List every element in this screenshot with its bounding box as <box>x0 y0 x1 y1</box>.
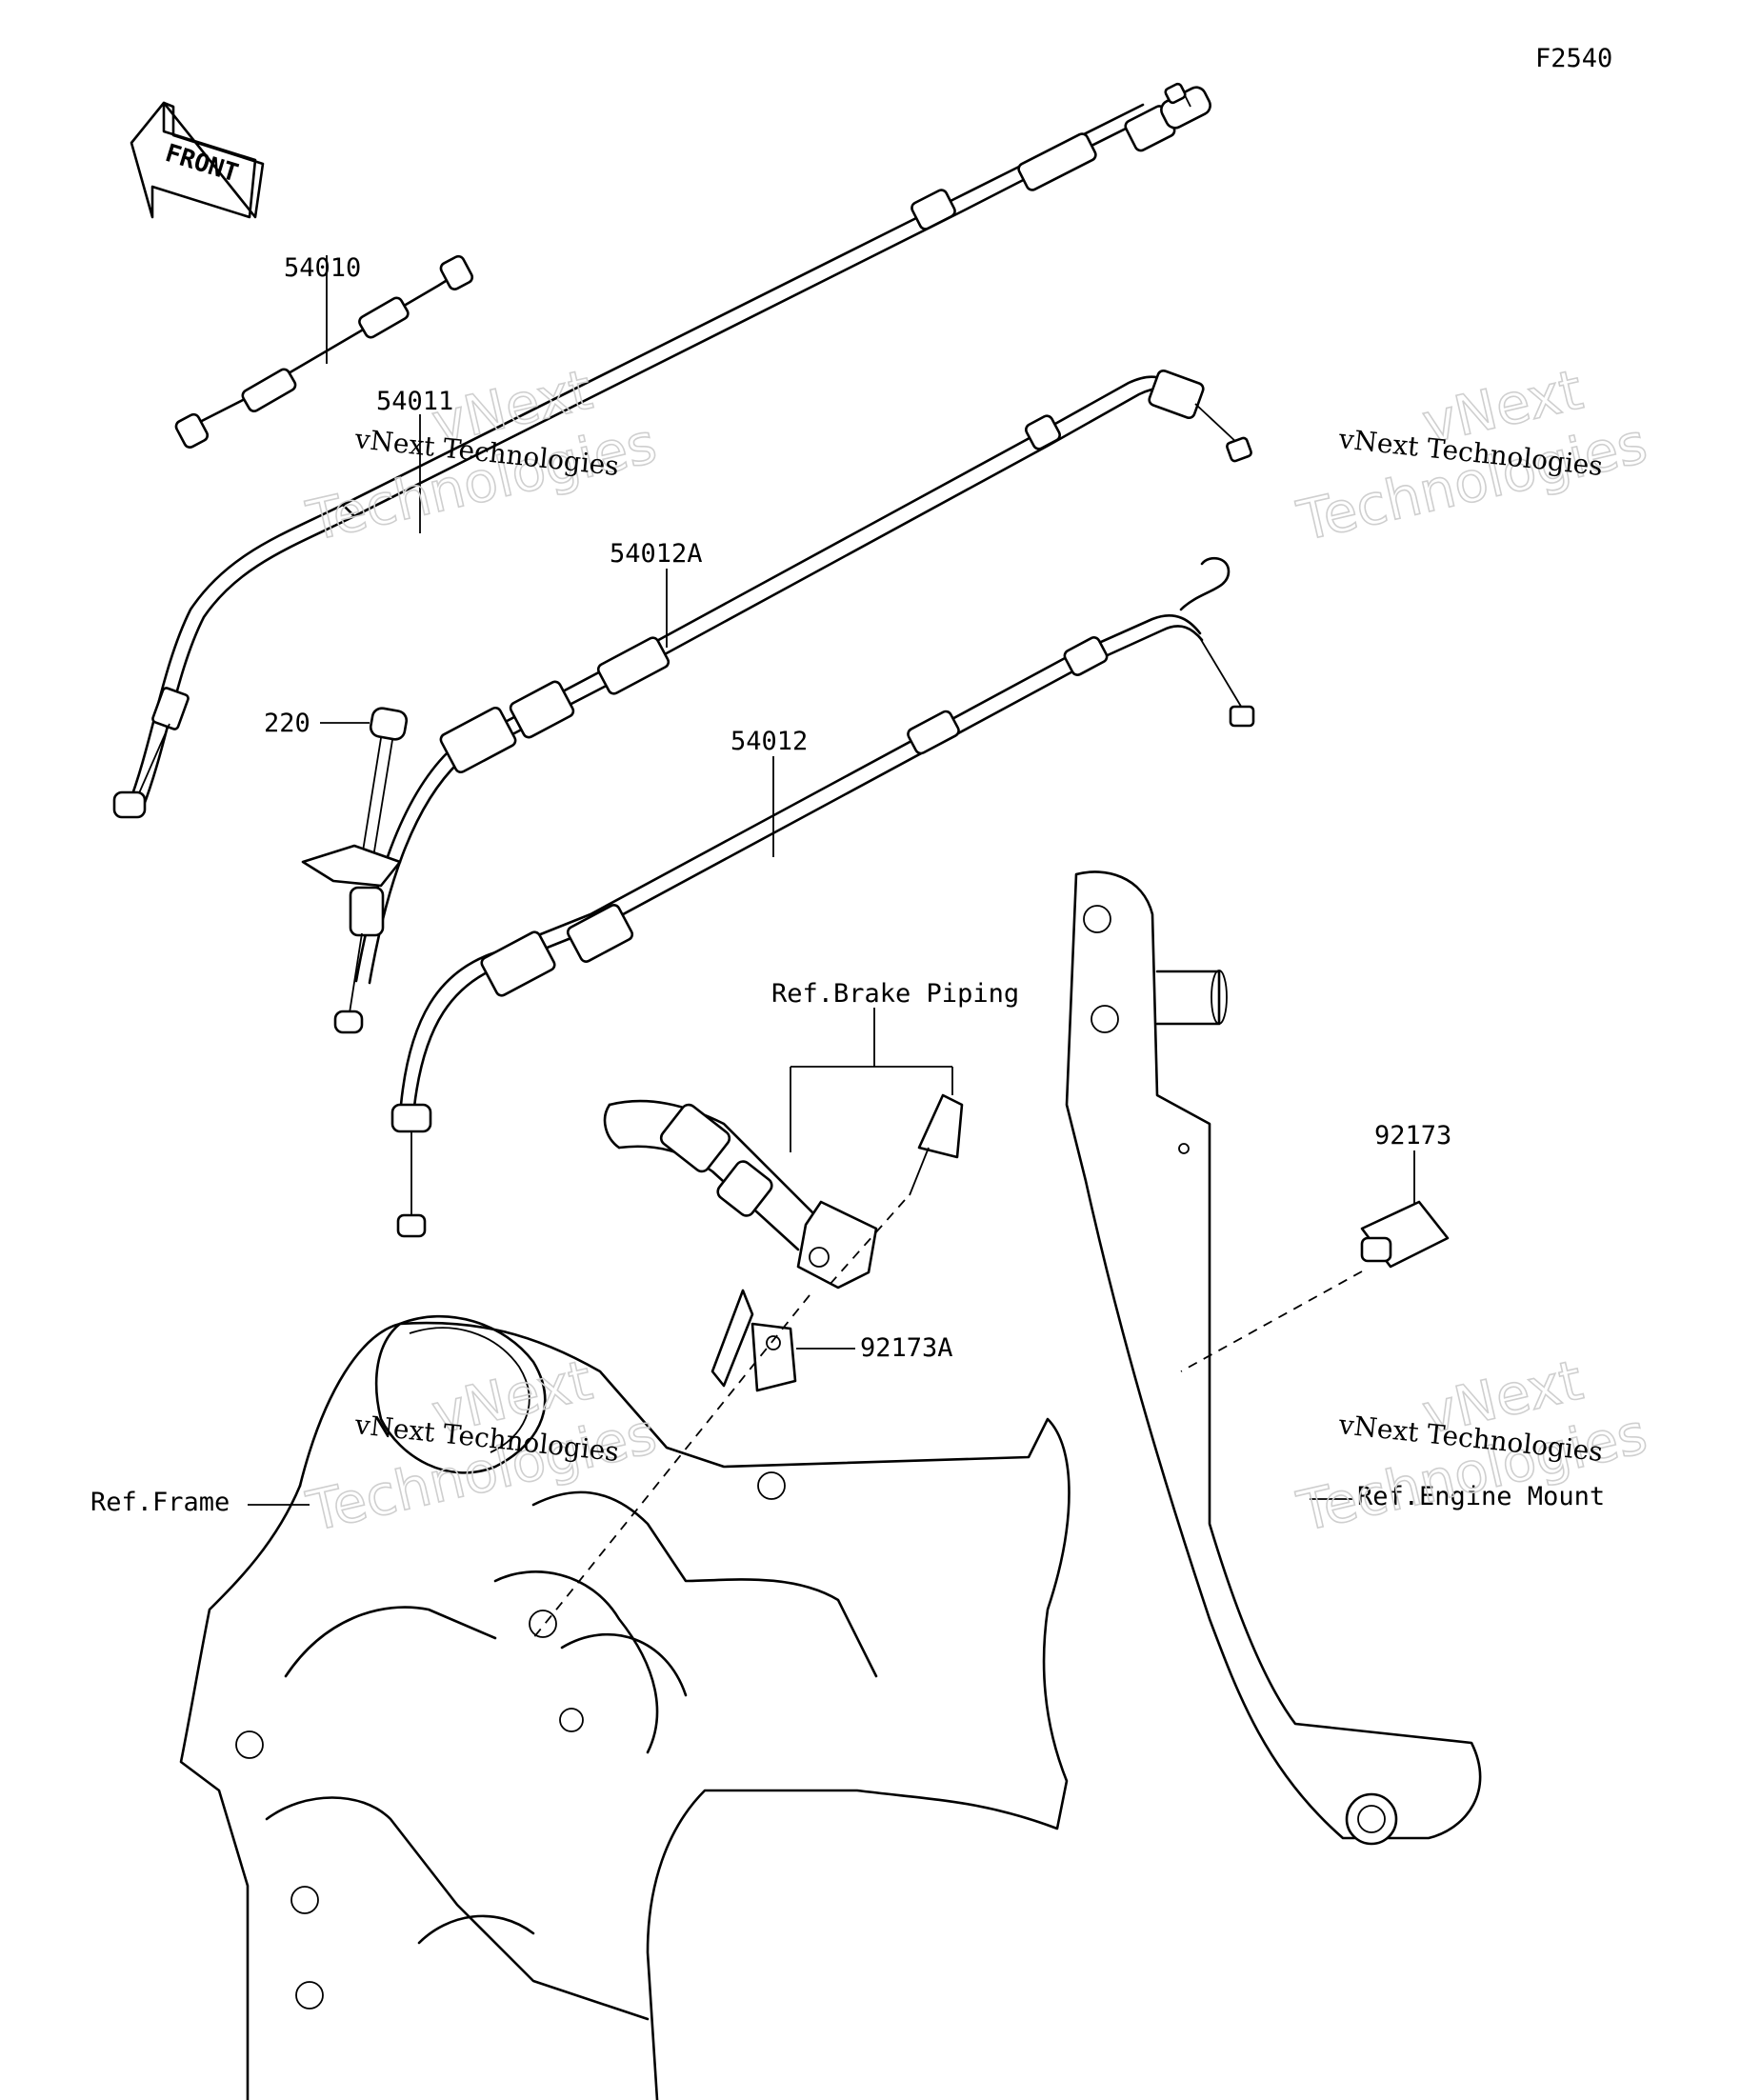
label-220: 220 <box>264 709 310 738</box>
frame <box>179 1314 1071 2100</box>
cable-54010 <box>174 254 474 449</box>
label-engine-mount: Ref.Engine Mount <box>1357 1482 1605 1511</box>
label-54010: 54010 <box>284 253 361 283</box>
figure-id: F2540 <box>1535 44 1612 73</box>
label-92173: 92173 <box>1374 1121 1451 1150</box>
cable-54011 <box>112 82 1211 819</box>
engine-mount <box>1065 870 1482 1846</box>
bolt-220 <box>301 707 409 1034</box>
brake-hose <box>603 1093 964 1290</box>
label-brake-piping: Ref.Brake Piping <box>771 979 1019 1009</box>
clamp-92173 <box>1360 1200 1450 1269</box>
label-frame: Ref.Frame <box>90 1488 230 1517</box>
leader-brake-piping <box>790 1008 953 1152</box>
front-arrow-icon: FRONT <box>130 101 265 219</box>
label-54011: 54011 <box>376 387 453 416</box>
brake-bolt-centerline <box>828 1199 906 1287</box>
label-92173A: 92173A <box>860 1333 953 1363</box>
clamp-92173-centerline <box>1180 1270 1363 1372</box>
cable-54012 <box>390 556 1255 1238</box>
label-54012A: 54012A <box>610 539 703 569</box>
label-54012: 54012 <box>730 727 808 756</box>
clamp-92173A <box>710 1289 797 1392</box>
